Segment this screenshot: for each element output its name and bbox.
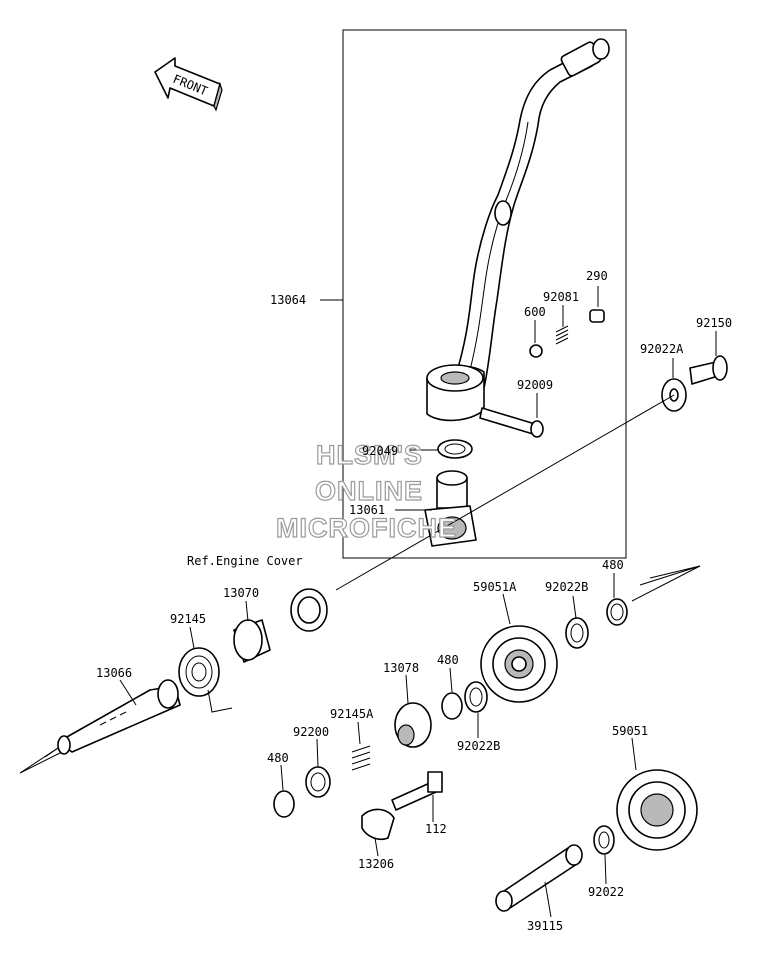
part-label-13078: 13078: [383, 661, 419, 675]
part-label-59051: 59051: [612, 724, 648, 738]
part-label-290: 290: [586, 269, 608, 283]
part-label-92145a: 92145A: [330, 707, 374, 721]
watermark-line-1: HLSM'S: [316, 440, 423, 470]
part-label-13061: 13061: [349, 503, 385, 517]
front-arrow-icon: FRONT: [154, 57, 223, 112]
leader-lines: [119, 286, 717, 918]
part-label-92022b-mid: 92022B: [457, 739, 500, 753]
ref-engine-cover-note: Ref.Engine Cover: [187, 554, 303, 568]
part-label-92081: 92081: [543, 290, 579, 304]
part-label-13070: 13070: [223, 586, 259, 600]
part-label-92200: 92200: [293, 725, 329, 739]
watermark-line-2: ONLINE: [315, 476, 423, 506]
part-label-480-top: 480: [602, 558, 624, 572]
part-label-92009: 92009: [517, 378, 553, 392]
part-label-92022a: 92022A: [640, 342, 684, 356]
watermark-line-3: MICROFICHE: [276, 513, 457, 543]
kick-shaft-assembly: [57, 588, 698, 912]
part-label-600: 600: [524, 305, 546, 319]
part-label-480-low: 480: [267, 751, 289, 765]
part-label-13206: 13206: [358, 857, 394, 871]
part-label-13066: 13066: [96, 666, 132, 680]
watermark: HLSM'S ONLINE MICROFICHE: [275, 439, 457, 543]
pedal-hardware: [424, 309, 728, 547]
part-label-92049: 92049: [362, 444, 398, 458]
part-label-480-mid: 480: [437, 653, 459, 667]
part-label-13064: 13064: [270, 293, 306, 307]
part-label-112: 112: [425, 822, 447, 836]
part-labels: 13064 290 92081 600 92150 92022A 92009 9…: [96, 269, 732, 933]
part-label-92145: 92145: [170, 612, 206, 626]
part-label-39115: 39115: [527, 919, 563, 933]
part-label-92150: 92150: [696, 316, 732, 330]
assembly-outline: [342, 29, 627, 559]
part-label-92022b-top: 92022B: [545, 580, 588, 594]
part-label-92022: 92022: [588, 885, 624, 899]
kick-pedal-lever: [426, 38, 610, 422]
part-label-59051a: 59051A: [473, 580, 517, 594]
